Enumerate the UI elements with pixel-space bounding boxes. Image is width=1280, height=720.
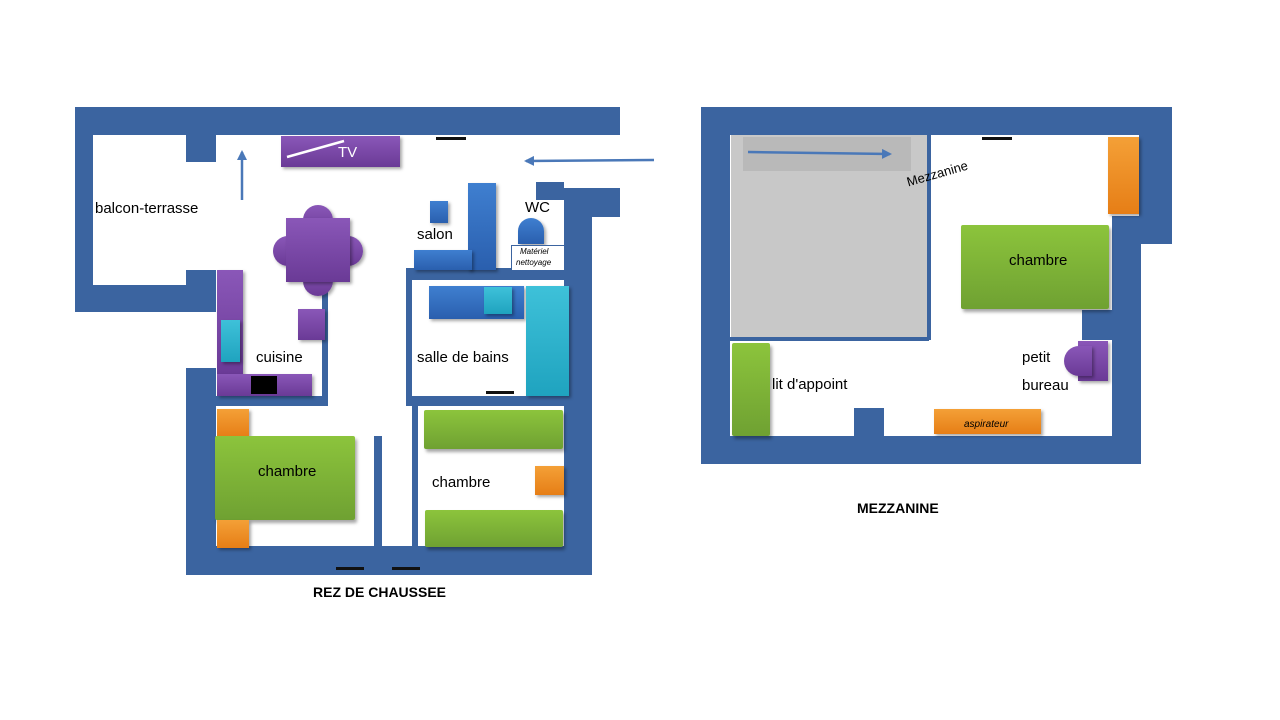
kitchen-label: cuisine	[256, 349, 303, 366]
door-marker	[486, 391, 514, 394]
bedroom-label: chambre	[432, 474, 491, 491]
wall	[75, 107, 620, 135]
extra-bed-label: lit d'appoint	[772, 376, 848, 393]
wardrobe	[1108, 137, 1139, 214]
door-marker	[336, 567, 364, 570]
wall	[701, 436, 1141, 464]
balcony-area	[93, 135, 186, 285]
partition-wall	[216, 396, 328, 406]
salon-label: salon	[417, 226, 453, 243]
partition-wall	[536, 182, 564, 200]
door-marker	[392, 567, 420, 570]
partition-wall	[1082, 310, 1112, 340]
bed	[215, 436, 355, 520]
vacuum-label: aspirateur	[964, 419, 1009, 430]
wall	[701, 107, 1172, 135]
sofa-seat	[414, 250, 472, 270]
partition-wall	[406, 268, 564, 280]
balcony-label: balcon-terrasse	[95, 200, 199, 217]
cleaning-label-line1: Matériel	[520, 247, 549, 256]
extra-bed	[732, 343, 770, 436]
cleaning-label-line2: nettoyage	[516, 258, 552, 267]
wc-label: WC	[525, 199, 550, 216]
bathtub	[526, 286, 569, 396]
desk-label-line1: petit	[1022, 349, 1051, 366]
tv-label: TV	[338, 144, 358, 161]
mezzanine-caption: MEZZANINE	[857, 500, 939, 516]
partition-wall	[412, 406, 418, 546]
nightstand	[217, 409, 249, 437]
desk-chair	[1064, 346, 1092, 376]
partition-wall	[374, 436, 382, 546]
desk-label-line2: bureau	[1022, 377, 1069, 394]
toilet	[518, 218, 544, 244]
tv-line	[286, 139, 345, 159]
bedroom-label: chambre	[1009, 252, 1068, 269]
wall	[701, 107, 730, 464]
bathroom-label: salle de bains	[417, 349, 509, 366]
kitchen-stool	[298, 309, 325, 340]
partition-wall	[730, 337, 929, 341]
vacuum-storage	[934, 409, 1041, 434]
stove	[251, 376, 277, 394]
wall	[186, 107, 216, 162]
wall	[1112, 216, 1141, 464]
balcony-opening	[186, 162, 216, 270]
partition-wall	[406, 268, 412, 396]
salon-side-table	[430, 201, 448, 223]
bathroom-sink	[484, 287, 512, 314]
door-marker	[436, 137, 466, 140]
partition-wall	[927, 135, 931, 340]
wall	[186, 368, 216, 575]
wall	[186, 546, 592, 575]
bed	[424, 410, 563, 449]
wall	[75, 107, 93, 312]
dining-table	[286, 218, 350, 282]
sofa-back	[468, 183, 496, 270]
bedroom-label: chambre	[258, 463, 317, 480]
cleaning-storage	[511, 245, 565, 271]
bed	[961, 225, 1109, 309]
partition-wall	[854, 408, 884, 436]
wall	[564, 188, 620, 217]
arrow-right	[747, 148, 892, 159]
wall	[186, 270, 216, 312]
kitchen-sink	[221, 320, 240, 362]
nightstand	[535, 466, 564, 495]
ground-floor-caption: REZ DE CHAUSSEE	[313, 584, 447, 600]
arrow-left	[524, 155, 655, 166]
partition-wall	[406, 396, 564, 406]
nightstand	[217, 520, 249, 548]
partition-wall	[322, 250, 328, 402]
door-marker	[982, 137, 1012, 140]
bed	[425, 510, 563, 547]
